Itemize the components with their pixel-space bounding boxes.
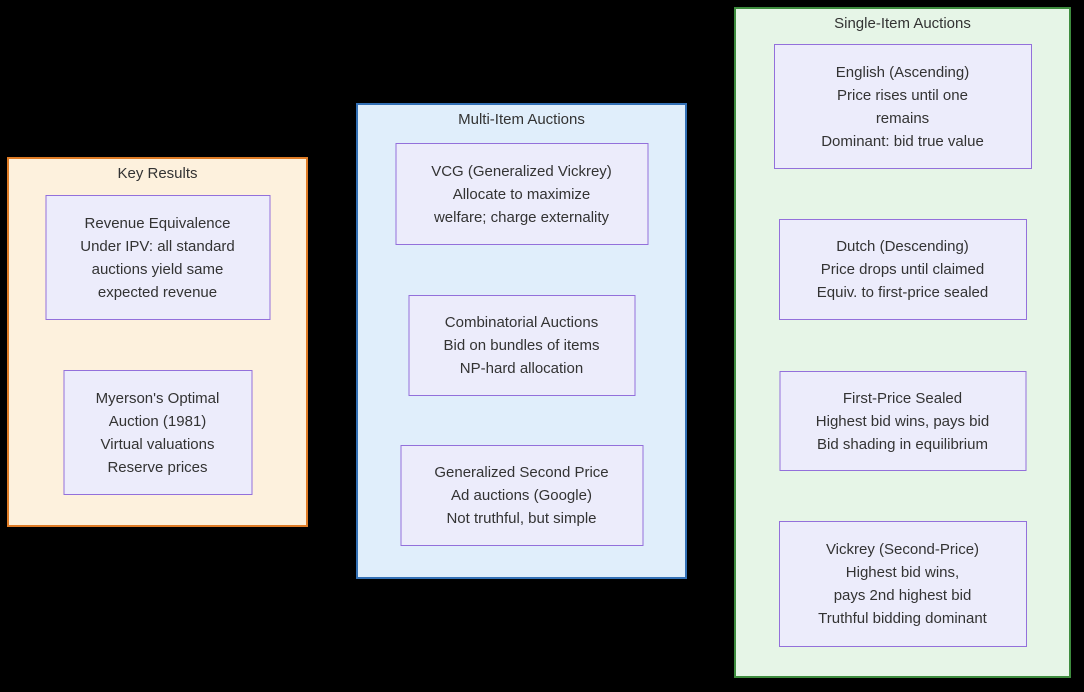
node-line: expected revenue	[97, 283, 218, 301]
panel-title-key-results: Key Results	[117, 165, 198, 182]
node-line: welfare; charge externality	[433, 208, 610, 226]
node-line: Price drops until claimed	[820, 261, 985, 278]
node-line: Myerson's Optimal	[95, 389, 220, 407]
node-line: Allocate to maximize	[452, 185, 591, 203]
node-line: Price rises until one	[837, 86, 968, 104]
panel-title-single-item-auctions: Single-Item Auctions	[834, 15, 971, 32]
node-dutch-descending: Dutch (Descending) Price drops until cla…	[778, 219, 1027, 320]
node-line: Bid shading in equilibrium	[817, 435, 988, 453]
node-combinatorial-auctions: Combinatorial Auctions Bid on bundles of…	[408, 295, 635, 396]
node-line: Revenue Equivalence	[84, 214, 231, 232]
node-line: Combinatorial Auctions	[444, 314, 599, 331]
node-line: Not truthful, but simple	[446, 510, 597, 527]
node-line: Generalized Second Price	[434, 464, 609, 481]
node-vickrey-second-price: Vickrey (Second-Price) Highest bid wins,…	[778, 521, 1027, 647]
node-line: Reserve prices	[107, 458, 208, 476]
panel-single-item-auctions: Single-Item Auctions English (Ascending)…	[734, 7, 1071, 678]
panel-title-multi-item-auctions: Multi-Item Auctions	[458, 111, 585, 128]
node-line: Bid on bundles of items	[443, 337, 600, 354]
node-english-ascending: English (Ascending) Price rises until on…	[773, 44, 1032, 169]
panel-key-results: Key Results Revenue Equivalence Under IP…	[7, 157, 308, 527]
node-line: Vickrey (Second-Price)	[825, 541, 980, 558]
node-generalized-second-price: Generalized Second Price Ad auctions (Go…	[400, 445, 643, 546]
node-line: NP-hard allocation	[459, 360, 584, 377]
node-line: Truthful bidding dominant	[818, 610, 987, 627]
node-line: VCG (Generalized Vickrey)	[431, 162, 612, 180]
node-line: Equiv. to first-price sealed	[816, 284, 989, 301]
node-line: Virtual valuations	[100, 435, 215, 453]
node-line: Dominant: bid true value	[821, 132, 984, 150]
node-vcg: VCG (Generalized Vickrey) Allocate to ma…	[395, 143, 648, 245]
node-line: Under IPV: all standard	[80, 237, 235, 255]
node-line: Highest bid wins,	[845, 564, 960, 581]
node-line: auctions yield same	[91, 260, 224, 278]
node-line: Auction (1981)	[108, 412, 207, 430]
node-revenue-equivalence: Revenue Equivalence Under IPV: all stand…	[45, 195, 270, 320]
node-line: remains	[875, 109, 930, 127]
node-line: First-Price Sealed	[842, 389, 963, 407]
node-line: English (Ascending)	[835, 63, 970, 81]
node-line: Dutch (Descending)	[836, 238, 969, 255]
panel-multi-item-auctions: Multi-Item Auctions VCG (Generalized Vic…	[356, 103, 687, 579]
node-line: Ad auctions (Google)	[451, 487, 592, 504]
node-myerson-optimal-auction: Myerson's Optimal Auction (1981) Virtual…	[63, 370, 252, 495]
node-line: pays 2nd highest bid	[833, 587, 972, 604]
node-line: Highest bid wins, pays bid	[815, 412, 990, 430]
node-first-price-sealed: First-Price Sealed Highest bid wins, pay…	[779, 371, 1026, 471]
